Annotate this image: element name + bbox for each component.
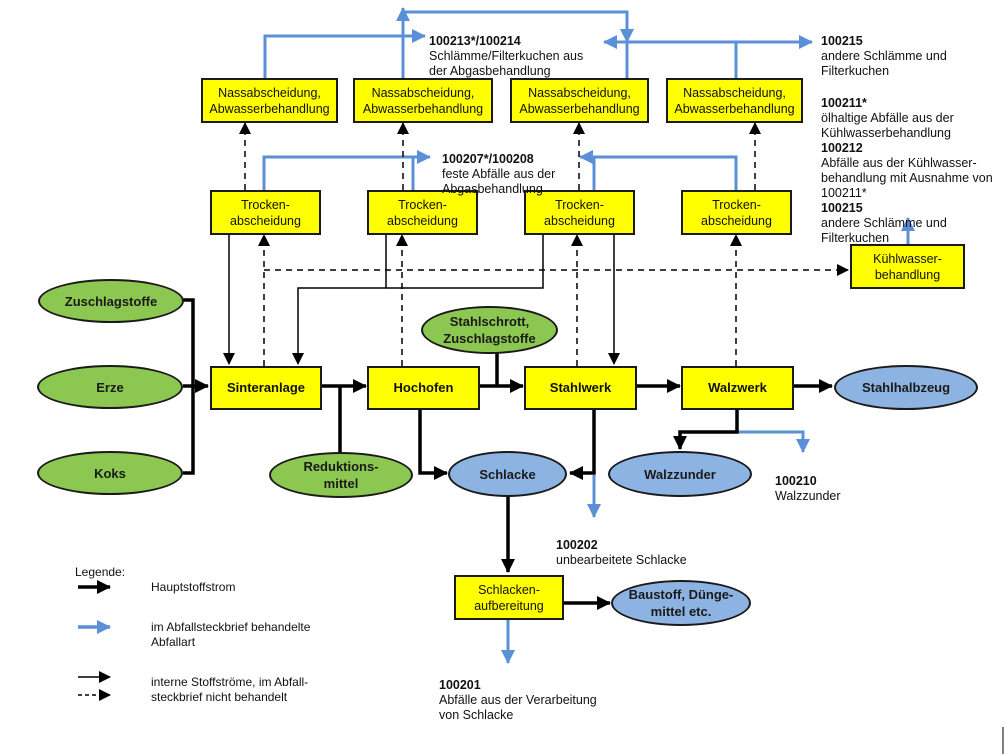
waste-arrow-nass1 — [263, 29, 426, 78]
stahlhalbzeug-output[interactable]: Stahlhalbzeug — [834, 365, 978, 410]
waste-code: 100210 — [775, 474, 817, 488]
nassabscheidung-box-3[interactable]: Nassabscheidung, Abwasserbehandlung — [510, 78, 649, 123]
legend-samples — [78, 580, 111, 701]
trockenabscheidung-box-3[interactable]: Trocken- abscheidung — [524, 190, 635, 235]
internal-solid-flows — [223, 234, 620, 365]
main-flows — [183, 298, 833, 610]
waste-code: 100211* — [821, 96, 867, 110]
legend-item-waste-flow: im Abfallsteckbrief behandelte Abfallart — [151, 620, 311, 649]
koks-input[interactable]: Koks — [37, 451, 183, 495]
waste-arrow-loop-top — [403, 10, 634, 43]
trockenabscheidung-box-1[interactable]: Trocken- abscheidung — [210, 190, 321, 235]
waste-code: 100213*/100214 — [429, 34, 521, 48]
waste-arrow-trocken1 — [262, 150, 431, 190]
reduktionsmittel-input[interactable]: Reduktions- mittel — [269, 452, 413, 498]
waste-code: 100207*/100208 — [442, 152, 534, 166]
erze-input[interactable]: Erze — [37, 365, 183, 409]
kuehlwasserbehandlung-box[interactable]: Kühlwasser- behandlung — [850, 244, 965, 289]
walzzunder-output[interactable]: Walzzunder — [608, 451, 752, 497]
sinteranlage-box[interactable]: Sinteranlage — [210, 366, 322, 410]
stahlschrott-input[interactable]: Stahlschrott, Zuschlagstoffe — [421, 306, 558, 354]
walzwerk-box[interactable]: Walzwerk — [681, 366, 794, 410]
nassabscheidung-box-1[interactable]: Nassabscheidung, Abwasserbehandlung — [201, 78, 338, 123]
waste-arrow-trocken4 — [594, 155, 738, 190]
waste-code: 100201 — [439, 678, 481, 692]
zuschlagstoffe-input[interactable]: Zuschlagstoffe — [38, 279, 184, 323]
waste-label-kuehlwasser: 100211*ölhaltige Abfälle aus der Kühlwas… — [821, 81, 993, 246]
waste-code: 100212 — [821, 141, 863, 155]
stahlwerk-box[interactable]: Stahlwerk — [524, 366, 637, 410]
waste-description: Abfälle aus der Kühlwasser- behandlung m… — [821, 156, 993, 200]
waste-description: unbearbeitete Schlacke — [556, 553, 687, 567]
waste-arrow-trocken3 — [579, 150, 596, 190]
waste-code: 100215 — [821, 34, 863, 48]
nassabscheidung-box-4[interactable]: Nassabscheidung, Abwasserbehandlung — [666, 78, 803, 123]
waste-description: Schlämme/Filterkuchen aus der Abgasbehan… — [429, 49, 584, 78]
waste-code: 100202 — [556, 538, 598, 552]
schlacke-output[interactable]: Schlacke — [448, 451, 567, 497]
hochofen-box[interactable]: Hochofen — [367, 366, 480, 410]
internal-dashed-flows — [239, 122, 849, 366]
schlackenaufbereitung-box[interactable]: Schlacken- aufbereitung — [454, 575, 564, 620]
waste-description: andere Schlämme und Filterkuchen — [821, 216, 947, 245]
trockenabscheidung-box-4[interactable]: Trocken- abscheidung — [681, 190, 792, 235]
waste-code: 100215 — [821, 201, 863, 215]
waste-label-100215-top: 100215 andere Schlämme und Filterkuchen — [821, 19, 947, 79]
trockenabscheidung-box-2[interactable]: Trocken- abscheidung — [367, 190, 478, 235]
waste-description: Abfälle aus der Verarbeitung von Schlack… — [439, 693, 597, 722]
waste-description: andere Schlämme und Filterkuchen — [821, 49, 947, 78]
waste-description: ölhaltige Abfälle aus der Kühlwasserbeha… — [821, 111, 954, 140]
legend-title: Legende: — [75, 565, 126, 579]
nassabscheidung-box-2[interactable]: Nassabscheidung, Abwasserbehandlung — [353, 78, 493, 123]
waste-description: feste Abfälle aus der Abgasbehandlung — [442, 167, 556, 196]
waste-arrow-walzzunder — [735, 411, 810, 453]
legend-item-main-flow: Hauptstoffstrom — [151, 580, 236, 594]
legend-item-internal-flow: interne Stoffströme, im Abfall- steckbri… — [151, 675, 309, 704]
baustoff-output[interactable]: Baustoff, Dünge- mittel etc. — [611, 580, 751, 626]
waste-description: Walzzunder — [775, 489, 841, 503]
waste-flows — [262, 7, 915, 664]
